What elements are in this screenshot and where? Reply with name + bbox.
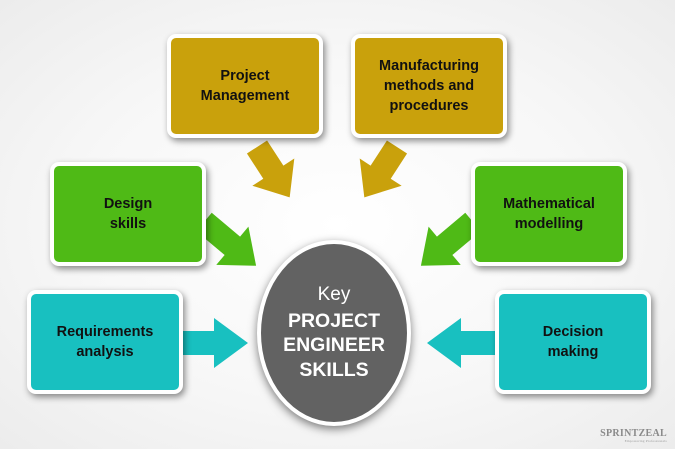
skill-box-manufacturing: Manufacturing methods and procedures — [351, 34, 507, 138]
arrow-manufacturing — [359, 140, 408, 198]
arrow-requirements — [178, 318, 248, 368]
skill-label: Decision making — [542, 323, 604, 360]
center-label-key: Key — [317, 283, 351, 305]
skill-label: Design skills — [103, 195, 153, 232]
skill-box-requirements: Requirements analysis — [27, 290, 183, 394]
arrow-design — [196, 212, 257, 266]
skill-box-mathematical-modelling: Mathematical modelling — [471, 162, 627, 266]
skill-box-design: Design skills — [50, 162, 206, 266]
skill-label: Mathematical modelling — [503, 195, 595, 232]
arrow-project-management — [246, 140, 295, 198]
arrow-decision-making — [427, 318, 497, 368]
skill-box-decision-making: Decision making — [495, 290, 651, 394]
center-ellipse: Key PROJECT ENGINEER SKILLS — [257, 240, 411, 426]
arrow-mathematical-modelling — [420, 212, 481, 266]
brand-logo: SPRINTZEAL Empowering Professionals — [600, 428, 667, 443]
brand-name: SPRINTZEAL — [600, 428, 667, 439]
brand-tagline: Empowering Professionals — [624, 439, 667, 443]
skill-label: Project Management — [200, 67, 290, 104]
center-label-main: PROJECT ENGINEER SKILLS — [283, 309, 385, 381]
skill-label: Requirements analysis — [56, 323, 154, 360]
skill-label: Manufacturing methods and procedures — [379, 57, 479, 115]
skill-box-project-management: Project Management — [167, 34, 323, 138]
